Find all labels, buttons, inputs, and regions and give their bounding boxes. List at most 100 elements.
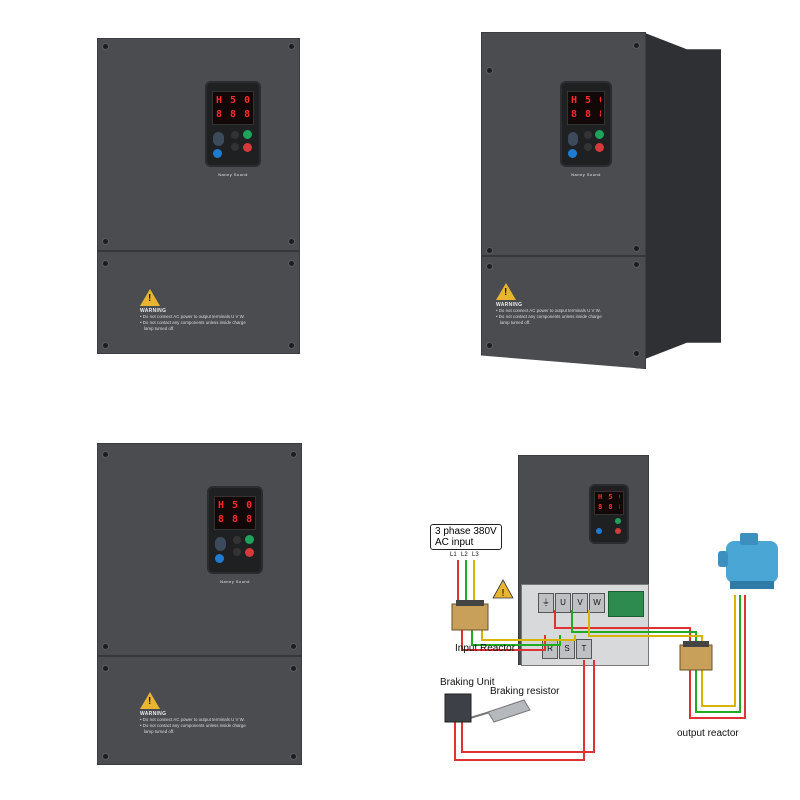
down-key-icon: [231, 143, 239, 151]
output-reactor-icon: [679, 641, 713, 671]
mode-key-icon: [568, 149, 577, 158]
lcd-display: H 5 0 0 8 8 8: [212, 91, 254, 125]
warning-title: WARNING: [496, 302, 523, 308]
screw: [487, 264, 492, 269]
screw: [103, 44, 108, 49]
stop-key-icon: [615, 528, 621, 534]
screw: [291, 666, 296, 671]
lcd-bottom-readout: 8 8 8: [218, 514, 252, 525]
control-board: [608, 591, 644, 617]
screw: [291, 452, 296, 457]
lcd-bottom-readout: 8 8 8: [598, 503, 620, 511]
run-key-icon: [243, 130, 252, 139]
mode-key-icon: [596, 528, 602, 534]
lcd-display: H 5 0 0 8 8 8: [214, 496, 256, 530]
lcd-bottom-readout: 8 8 8: [571, 109, 601, 120]
run-key-icon: [245, 535, 254, 544]
up-key-icon: [233, 536, 241, 544]
wire-brake-1: [454, 660, 585, 761]
svg-text:!: !: [501, 588, 505, 599]
ac-input-title-line-2: AC input: [435, 537, 474, 548]
warning-title: WARNING: [140, 308, 167, 314]
inverter-front-view-1: H 5 0 0 8 8 8 Nanny Sound ! WARNING • Do…: [97, 38, 300, 354]
wire-motor-u: [689, 595, 746, 719]
warning-triangle-icon: !: [140, 289, 160, 306]
output-reactor-label: output reactor: [677, 728, 739, 739]
braking-resistor-icon: [487, 699, 531, 723]
input-terminal-r: R: [542, 639, 558, 659]
mode-key-icon: [213, 149, 222, 158]
warning-line-1: • Do not connect AC power to output term…: [140, 314, 245, 319]
lcd-top-readout: H 5 0 0: [598, 493, 620, 501]
motor-icon: [718, 533, 786, 593]
phase-label-l2: L2: [461, 552, 468, 558]
jog-dial-icon: [215, 537, 226, 551]
up-key-icon: [584, 131, 592, 139]
inverter-front-view-3: H 5 0 0 8 8 8 Nanny Sound ! WARNING • Do…: [97, 443, 302, 765]
screw: [291, 644, 296, 649]
inverter-front-view-2: H 5 0 0 8 8 8 Nanny Sound ! WARNING • Do…: [481, 32, 646, 369]
down-key-icon: [584, 143, 592, 151]
warning-line-3: lamp turned off.: [144, 326, 175, 331]
lcd-bottom-readout: 8 8 8: [216, 109, 250, 120]
stop-key-icon: [245, 548, 254, 557]
phase-label-l1: L1: [450, 552, 457, 558]
ac-input-title-line-1: 3 phase 380V: [435, 526, 497, 537]
stop-key-icon: [595, 143, 604, 152]
screw: [289, 343, 294, 348]
wire-motor-v: [695, 595, 741, 713]
screw: [103, 261, 108, 266]
screw: [103, 644, 108, 649]
control-keypad: H 5 0 0 8 8 8 Nanny Sound: [562, 83, 610, 177]
ground-terminal: ⏚: [538, 593, 554, 613]
panel-seam: [98, 250, 299, 252]
keypad-brand: Nanny Sound: [220, 579, 250, 584]
jog-dial-icon: [213, 132, 224, 146]
keypad-brand: Nanny Sound: [571, 172, 601, 177]
input-reactor-label: Input Reactor: [455, 643, 516, 654]
braking-unit-icon: [444, 693, 472, 723]
inverter-wiring-unit: H 5 0 0 8 8 8 ⏚ U V W R S T: [518, 455, 649, 666]
warning-line-3: lamp turned off.: [144, 729, 175, 734]
braking-resistor-label: Braking resistor: [490, 686, 560, 697]
run-key-icon: [595, 130, 604, 139]
ac-input-label: 3 phase 380V AC input: [430, 524, 502, 550]
screw: [289, 239, 294, 244]
screw: [487, 68, 492, 73]
screw: [291, 754, 296, 759]
jog-dial-icon: [568, 132, 578, 146]
lcd-top-readout: H 5 0 0: [218, 500, 252, 511]
warning-label: ! WARNING • Do not connect AC power to o…: [496, 283, 602, 326]
warning-label: ! WARNING • Do not connect AC power to o…: [140, 692, 246, 735]
panel-seam: [482, 255, 645, 257]
screw: [103, 666, 108, 671]
screw: [634, 43, 639, 48]
screw: [634, 246, 639, 251]
warning-line-2: • Do not contact any components unless i…: [496, 314, 602, 319]
screw: [103, 239, 108, 244]
panel-seam: [98, 655, 301, 657]
lcd-display: H 5 0 0 8 8 8: [567, 91, 605, 125]
stop-key-icon: [243, 143, 252, 152]
control-keypad: H 5 0 0 8 8 8 Nanny Sound: [207, 83, 259, 177]
braking-unit-label: Braking Unit: [440, 677, 495, 688]
warning-line-1: • Do not connect AC power to output term…: [140, 717, 245, 722]
wire-motor-w: [701, 595, 736, 707]
wire-brake-2: [461, 660, 595, 753]
screw: [103, 452, 108, 457]
phase-label-l3: L3: [472, 552, 479, 558]
control-keypad: H 5 0 0 8 8 8 Nanny Sound: [209, 488, 261, 584]
down-key-icon: [233, 548, 241, 556]
lcd-top-readout: H 5 0 0: [571, 95, 601, 106]
lcd-top-readout: H 5 0 0: [216, 95, 250, 106]
lcd-display: H 5 0 0 8 8 8: [594, 491, 624, 515]
warning-line-2: • Do not contact any components unless i…: [140, 723, 246, 728]
screw: [103, 343, 108, 348]
warning-line-1: • Do not connect AC power to output term…: [496, 308, 601, 313]
input-reactor-icon: [451, 600, 489, 631]
screw: [487, 343, 492, 348]
mode-key-icon: [215, 554, 224, 563]
warning-triangle-icon: !: [496, 283, 516, 300]
warning-title: WARNING: [140, 711, 167, 717]
screw: [487, 248, 492, 253]
